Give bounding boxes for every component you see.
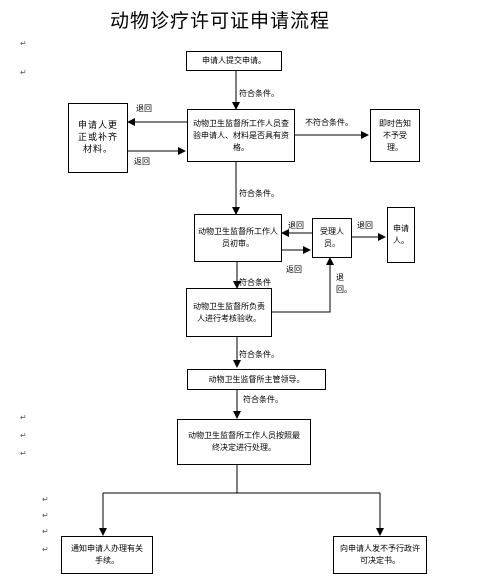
paragraph-mark: ↵ bbox=[42, 545, 49, 554]
node-review: 动物卫生监督所工作人员查验申请人、材料是否具有资格。 bbox=[187, 109, 295, 162]
edge-label-return-2: 返回 bbox=[134, 157, 150, 166]
edge-label-meets-4: 符合条件。 bbox=[239, 350, 279, 359]
paragraph-mark: ↵ bbox=[42, 511, 49, 520]
node-accept-staff: 受理人员。 bbox=[312, 218, 352, 258]
edge-label-return-6: 退回。 bbox=[336, 273, 352, 294]
node-director-label: 动物卫生监督所主管领导。 bbox=[208, 374, 305, 384]
node-director: 动物卫生监督所主管领导。 bbox=[187, 369, 326, 390]
node-submit-label: 申请人提交申请。 bbox=[202, 56, 266, 65]
edge-label-meets-1: 符合条件。 bbox=[239, 89, 279, 98]
edge-inspection-acceptor bbox=[272, 257, 334, 313]
node-notify-label: 通知申请人办理有关手续。 bbox=[71, 544, 143, 565]
node-applicant: 申请人。 bbox=[387, 207, 415, 263]
paragraph-mark: ↵ bbox=[20, 68, 27, 77]
node-notify: 通知申请人办理有关手续。 bbox=[61, 536, 153, 574]
node-not-grant-label: 向申请人发不予行政许可决定书。 bbox=[340, 544, 420, 565]
paragraph-mark: ↵ bbox=[20, 413, 27, 422]
paragraph-mark: ↵ bbox=[20, 449, 27, 458]
edge-label-return-4: 退回 bbox=[357, 221, 373, 230]
paragraph-mark: ↵ bbox=[20, 431, 27, 440]
node-review-label: 动物卫生监督所工作人员查验申请人、材料是否具有资格。 bbox=[193, 118, 289, 152]
edge-label-return-5: 返回 bbox=[286, 265, 302, 274]
edge-label-return-3: 退回 bbox=[288, 221, 304, 230]
node-applicant-label: 申请人。 bbox=[393, 224, 409, 245]
page-title: 动物诊疗许可证申请流程 bbox=[110, 10, 331, 32]
node-reject-now-label: 即时告知不予受理。 bbox=[379, 118, 411, 152]
edge-label-return-1: 退回 bbox=[136, 104, 152, 113]
edge-label-meets-5: 符合条件。 bbox=[243, 395, 283, 404]
node-submit: 申请人提交申请。 bbox=[186, 51, 282, 71]
node-supplement-label: 申请人更正或补齐材料。 bbox=[77, 121, 118, 155]
node-supplement: 申请人更正或补齐材料。 bbox=[68, 103, 128, 173]
node-initial-label: 动物卫生监督所工作人员初审。 bbox=[198, 227, 278, 248]
node-final: 动物卫生监督所工作人员按照最终决定进行处理。 bbox=[177, 419, 311, 465]
paragraph-mark: ↵ bbox=[20, 39, 27, 48]
edge-label-not-meet: 不符合条件。 bbox=[305, 118, 353, 127]
paragraph-mark: ↵ bbox=[42, 527, 49, 536]
node-final-label: 动物卫生监督所工作人员按照最终决定进行处理。 bbox=[188, 431, 300, 452]
paragraph-mark: ↵ bbox=[42, 495, 49, 504]
node-inspection: 动物卫生监督所负责人进行考核验收。 bbox=[186, 288, 272, 337]
edge-label-meets-2: 符合条件。 bbox=[239, 189, 279, 198]
edge-label-meets-3: 符合条件 bbox=[239, 278, 271, 287]
node-accept-staff-label: 受理人员。 bbox=[320, 227, 344, 248]
node-initial: 动物卫生监督所工作人员初审。 bbox=[194, 214, 282, 262]
node-inspection-label: 动物卫生监督所负责人进行考核验收。 bbox=[193, 301, 265, 323]
node-not-grant: 向申请人发不予行政许可决定书。 bbox=[333, 536, 427, 574]
node-reject-now: 即时告知不予受理。 bbox=[370, 109, 420, 162]
